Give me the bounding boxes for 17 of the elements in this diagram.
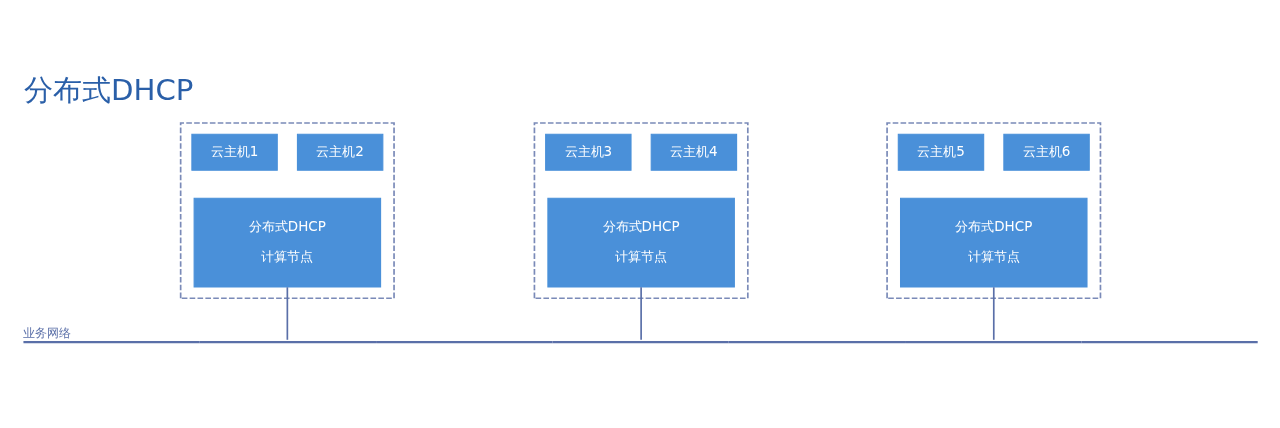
node-box: 云主机4 xyxy=(650,133,738,171)
connector xyxy=(286,286,289,341)
cluster xyxy=(533,122,749,300)
node-box: 分布式DHCP 计算节点 xyxy=(547,197,735,288)
node-box: 分布式DHCP 计算节点 xyxy=(193,197,382,288)
node-box: 云主机2 xyxy=(296,133,384,171)
cluster xyxy=(179,122,395,300)
node-box: 云主机1 xyxy=(191,133,278,171)
cluster xyxy=(886,122,1102,300)
node-box: 分布式DHCP 计算节点 xyxy=(900,197,1088,288)
connector xyxy=(992,286,995,341)
node-label: 业务网络 xyxy=(23,326,72,341)
diagram-title: 分布式DHCP xyxy=(24,73,194,108)
node-box: 云主机3 xyxy=(545,133,632,171)
connector xyxy=(640,286,642,341)
node-box: 云主机5 xyxy=(897,133,985,171)
node-box: 云主机6 xyxy=(1003,133,1090,171)
